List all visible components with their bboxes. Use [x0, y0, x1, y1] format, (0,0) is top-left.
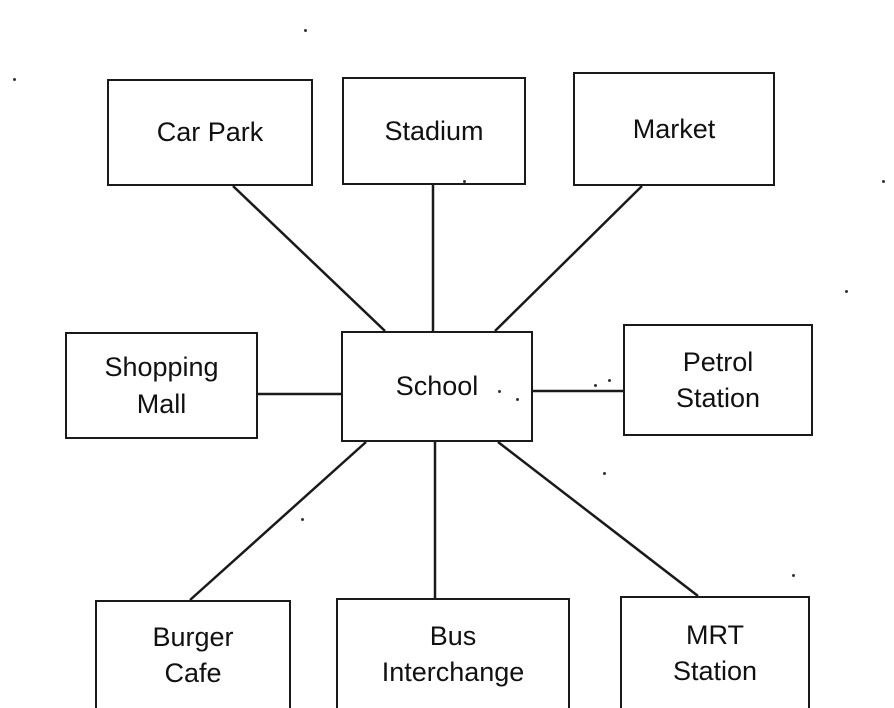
node-petrol-station: Petrol Station [623, 324, 813, 436]
scan-speck [301, 518, 304, 521]
scan-speck [516, 398, 519, 401]
edge-school-to-burger-cafe [189, 441, 367, 601]
node-label-line-2: Mall [136, 388, 187, 419]
scan-speck [845, 290, 848, 293]
node-market: Market [573, 72, 775, 186]
node-label-line-1: Burger [152, 621, 234, 652]
scan-speck [463, 180, 466, 183]
node-label: School [395, 371, 479, 402]
node-label-line-1: Petrol [682, 346, 754, 377]
node-label: Car Park [156, 117, 264, 148]
scan-speck [304, 29, 307, 32]
node-label-line-2: Cafe [164, 658, 222, 688]
node-label-line-2: Station [675, 383, 761, 413]
node-car-park: Car Park [107, 79, 313, 186]
edge-school-to-car-park [232, 185, 386, 332]
node-label: Market [632, 113, 716, 144]
node-stadium: Stadium [342, 77, 526, 185]
scan-speck [498, 390, 501, 393]
node-bus-interchange: Bus Interchange [336, 598, 570, 708]
scan-speck [13, 78, 16, 81]
scan-speck [608, 379, 611, 382]
node-label-line-1: Shopping [104, 352, 219, 383]
node-shopping-mall: Shopping Mall [65, 332, 258, 439]
edge-school-to-market [494, 185, 643, 332]
node-school: School [341, 331, 533, 442]
scan-speck [792, 574, 795, 577]
node-label-line-2: Station [672, 656, 758, 686]
node-mrt-station: MRT Station [620, 596, 810, 708]
node-burger-cafe: Burger Cafe [95, 600, 291, 708]
scan-speck [594, 384, 597, 387]
node-label: Stadium [384, 115, 484, 146]
node-label-line-1: MRT [686, 619, 744, 650]
scan-speck [882, 180, 885, 183]
edge-school-to-mrt-station [497, 441, 699, 597]
scan-speck [603, 472, 606, 475]
node-label-line-1: Bus [429, 620, 477, 651]
node-label-line-2: Interchange [381, 657, 525, 687]
